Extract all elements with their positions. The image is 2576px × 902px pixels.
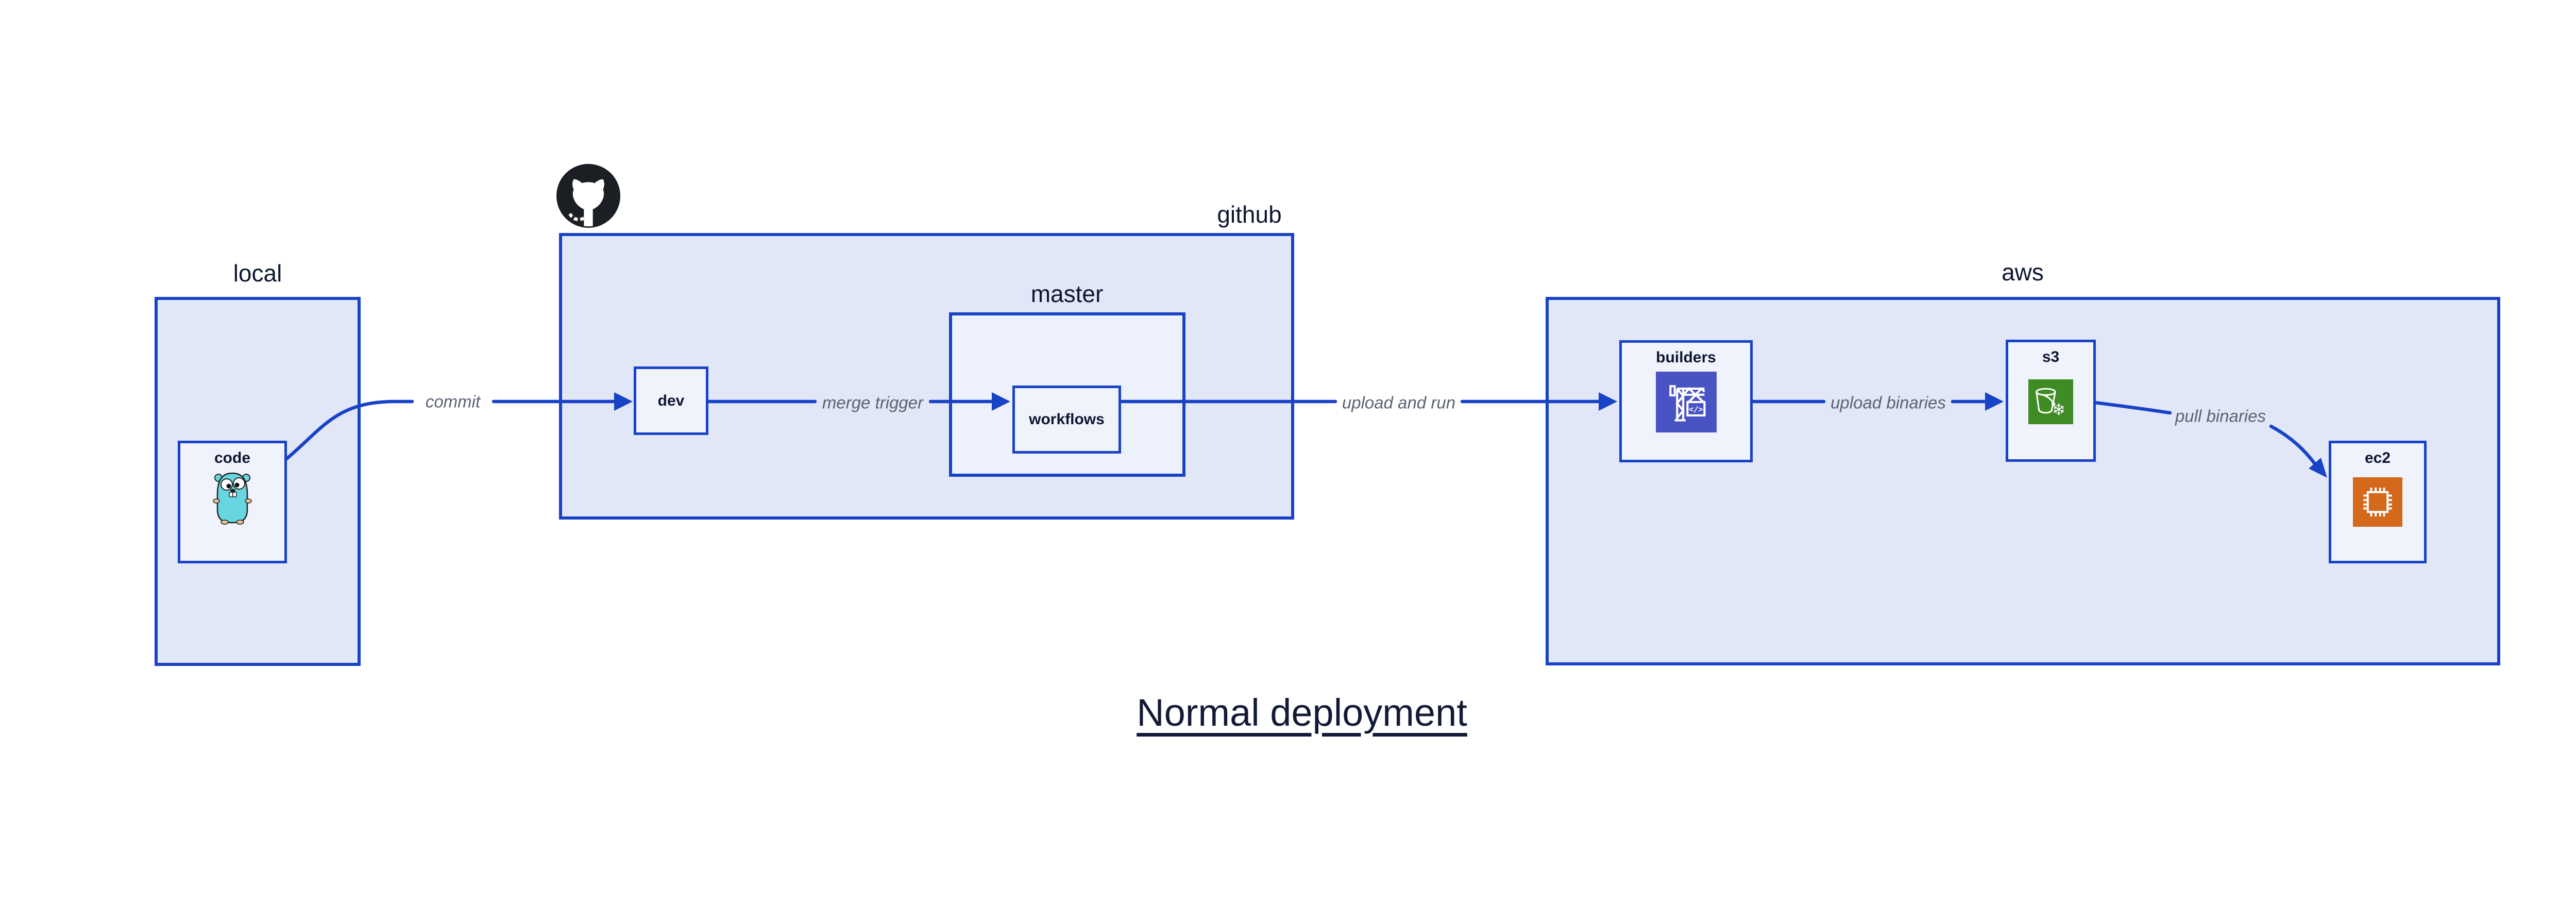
node-ec2-label: ec2 xyxy=(2364,449,2391,466)
node-workflows: workflows xyxy=(1012,386,1121,454)
node-ec2: ec2 xyxy=(2329,441,2427,563)
container-aws-label: aws xyxy=(2002,259,2044,286)
container-local-label: local xyxy=(233,260,282,287)
aws-s3-bucket-icon: ❄ xyxy=(2028,379,2073,424)
edge-label-upload-binaries: upload binaries xyxy=(1831,393,1946,412)
snowflake-glyph: ❄ xyxy=(2052,401,2065,420)
node-builders: builders </> xyxy=(1619,340,1753,462)
go-gopher-icon xyxy=(213,472,252,525)
node-dev-label: dev xyxy=(657,392,685,409)
container-master-label: master xyxy=(1030,280,1104,307)
page-title: Normal deployment xyxy=(1137,691,1467,734)
edge-label-commit: commit xyxy=(425,392,481,411)
edge-label-upload-and-run: upload and run xyxy=(1342,393,1456,412)
container-github-label: github xyxy=(1217,201,1282,228)
github-octocat-icon xyxy=(556,164,620,228)
node-builders-label: builders xyxy=(1656,349,1716,366)
svg-text:</>: </> xyxy=(1689,405,1703,414)
node-s3: s3 ❄ xyxy=(2006,340,2096,462)
node-s3-label: s3 xyxy=(2042,348,2060,365)
edge-label-pull-binaries: pull binaries xyxy=(2175,406,2266,426)
aws-ec2-icon xyxy=(2353,477,2402,527)
aws-codebuild-icon: </> xyxy=(1655,372,1717,432)
node-dev: dev xyxy=(634,366,708,435)
node-code: code xyxy=(178,441,287,563)
node-code-label: code xyxy=(214,449,251,466)
node-workflows-label: workflows xyxy=(1029,411,1105,428)
edge-label-merge-trigger: merge trigger xyxy=(822,393,924,412)
